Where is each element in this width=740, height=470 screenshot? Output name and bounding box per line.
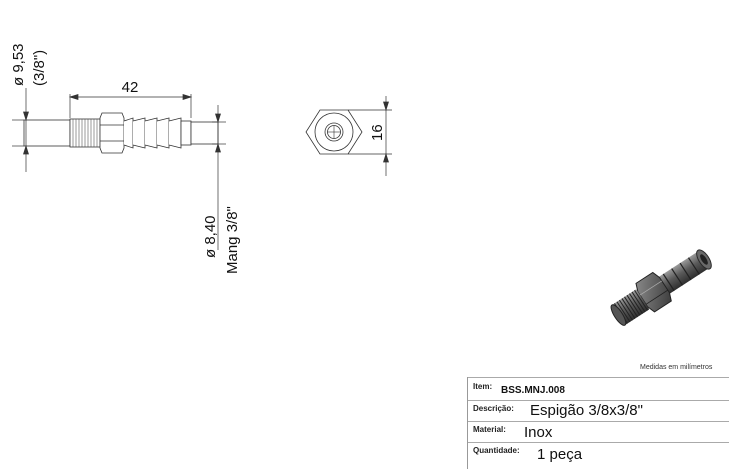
length-label: 42 (122, 79, 139, 96)
end-view (305, 109, 363, 155)
side-view (23, 112, 219, 154)
dimension-hex (348, 96, 392, 176)
dimension-outer-diameter (12, 88, 29, 172)
title-block-row-item: Item: BSS.MNJ.008 (468, 377, 729, 401)
material-label: Material: (473, 425, 506, 434)
title-block-row-quantidade: Quantidade: 1 peça (468, 442, 729, 469)
dimension-length (68, 94, 193, 118)
outer-diameter-inch-label: (3/8") (31, 50, 48, 86)
title-block-row-material: Material: Inox (468, 421, 729, 443)
descricao-label: Descrição: (473, 404, 514, 413)
units-note: Medidas em milímetros (640, 364, 713, 371)
item-label: Item: (473, 382, 493, 391)
outer-diameter-label: ø 9,53 (10, 43, 27, 86)
hose-diameter-label: ø 8,40 (202, 215, 219, 258)
hex-label: 16 (369, 124, 386, 141)
fitting-3d-render (610, 249, 712, 326)
quantidade-value: 1 peça (537, 446, 583, 463)
dimension-hose-diameter (212, 105, 226, 250)
title-block-row-descricao: Descrição: Espigão 3/8x3/8" (468, 400, 729, 422)
hose-size-label: Mang 3/8" (224, 206, 241, 274)
quantidade-label: Quantidade: (473, 446, 520, 455)
item-value: BSS.MNJ.008 (501, 385, 565, 396)
material-value: Inox (524, 424, 553, 441)
descricao-value: Espigão 3/8x3/8" (530, 402, 643, 419)
title-block: Item: BSS.MNJ.008 Descrição: Espigão 3/8… (467, 377, 729, 469)
